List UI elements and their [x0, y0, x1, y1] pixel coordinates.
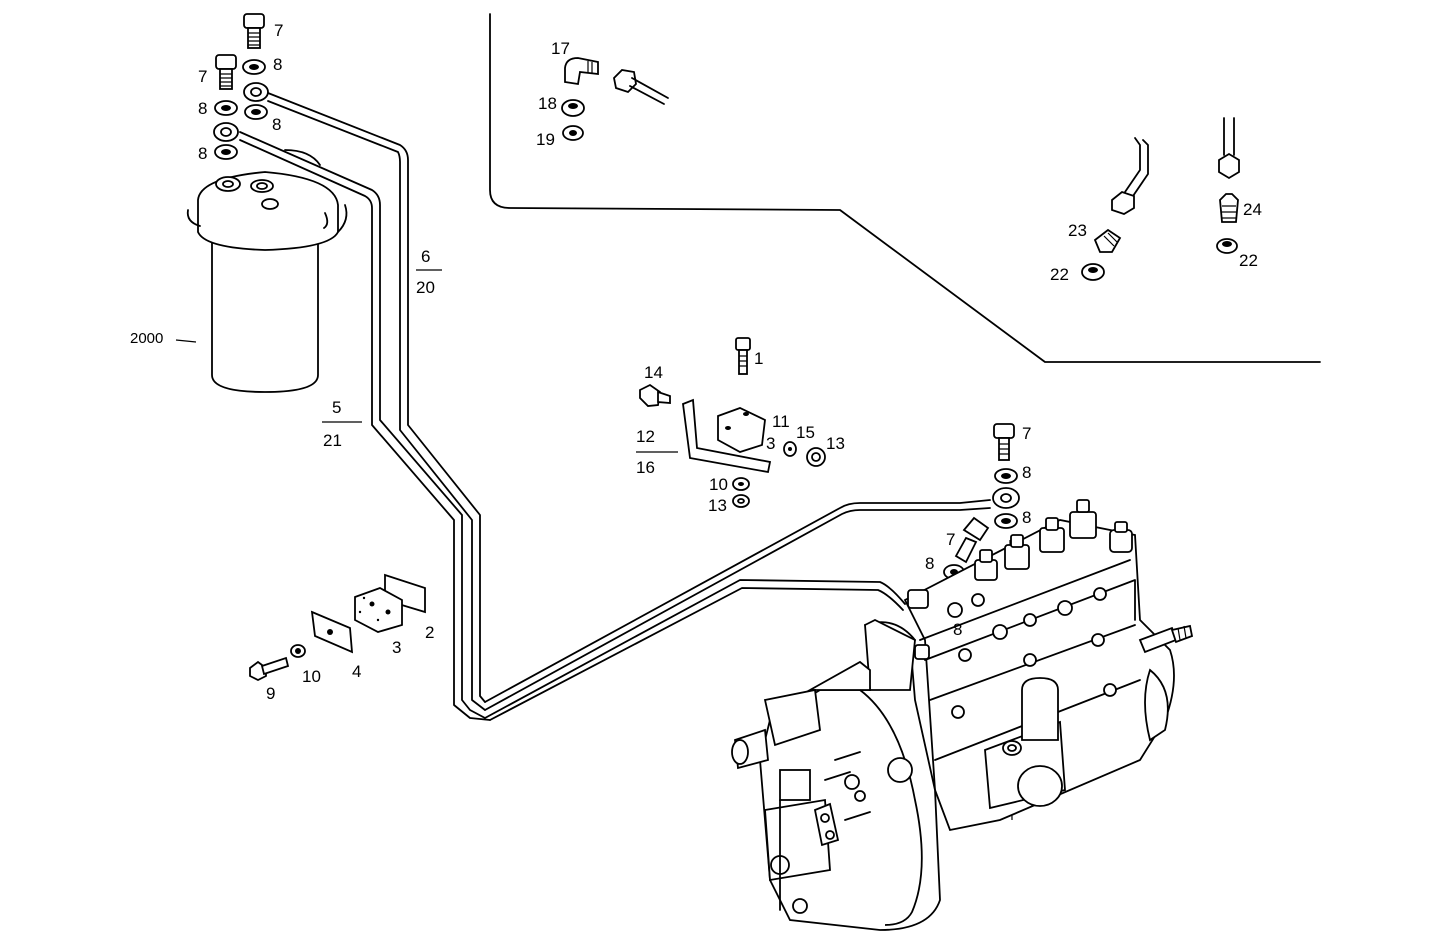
callout-22-a: 22 — [1050, 265, 1069, 284]
bracket-assembly-icon — [639, 337, 826, 508]
fuel-line-6-20 — [267, 92, 486, 711]
callout-7-c: 7 — [1022, 424, 1031, 443]
callout-8-d: 8 — [198, 144, 207, 163]
callout-labels: 7 7 8 8 8 8 2000 5 21 6 20 2 3 4 10 9 1 … — [130, 21, 1262, 703]
callout-8-e: 8 — [1022, 463, 1031, 482]
callout-8-g: 8 — [925, 554, 934, 573]
callout-8-h: 8 — [953, 620, 962, 639]
return-fitting-icon — [1081, 117, 1240, 281]
bolt-icon — [215, 13, 265, 90]
callout-7-d: 7 — [946, 530, 955, 549]
callout-2: 2 — [425, 623, 434, 642]
callout-8-f: 8 — [1022, 508, 1031, 527]
callout-12: 12 — [636, 427, 655, 446]
callout-10-a: 10 — [302, 667, 321, 686]
callout-15: 15 — [796, 423, 815, 442]
leader-lines — [175, 269, 678, 453]
callout-7-a: 7 — [274, 21, 283, 40]
banjo-fitting-icon — [213, 82, 269, 142]
callout-8-c: 8 — [272, 115, 281, 134]
fuel-line-to-pump — [484, 499, 991, 721]
callout-13-b: 13 — [708, 496, 727, 515]
callout-4: 4 — [352, 662, 361, 681]
callout-13-a: 13 — [826, 434, 845, 453]
callout-3-b: 3 — [766, 434, 775, 453]
callout-11: 11 — [772, 412, 790, 431]
elbow-fitting-icon — [561, 57, 669, 141]
callout-10-b: 10 — [709, 475, 728, 494]
clamp-assembly-icon — [249, 573, 426, 682]
callout-5: 5 — [332, 398, 341, 417]
callout-9: 9 — [266, 684, 275, 703]
callout-17: 17 — [551, 39, 570, 58]
injection-pump-icon — [731, 499, 1194, 931]
callout-18: 18 — [538, 94, 557, 113]
callout-16: 16 — [636, 458, 655, 477]
callout-2000: 2000 — [130, 330, 163, 347]
fuel-filter-icon — [186, 149, 348, 393]
callout-21: 21 — [323, 431, 342, 450]
callout-3-a: 3 — [392, 638, 401, 657]
callout-8-b: 8 — [198, 99, 207, 118]
callout-6: 6 — [421, 247, 430, 266]
callout-7-b: 7 — [198, 67, 207, 86]
washer-icon — [214, 59, 268, 160]
pump-outlets — [907, 499, 1133, 660]
callout-20: 20 — [416, 278, 435, 297]
pump-port-holes — [947, 587, 1117, 719]
callout-14: 14 — [644, 363, 663, 382]
callout-22-b: 22 — [1239, 251, 1258, 270]
callout-1: 1 — [754, 349, 763, 368]
detail-inset-border — [489, 13, 1321, 363]
callout-19: 19 — [536, 130, 555, 149]
callout-23: 23 — [1068, 221, 1087, 240]
callout-24: 24 — [1243, 200, 1262, 219]
fuel-line-5-21 — [239, 131, 491, 721]
callout-8-a: 8 — [273, 55, 282, 74]
